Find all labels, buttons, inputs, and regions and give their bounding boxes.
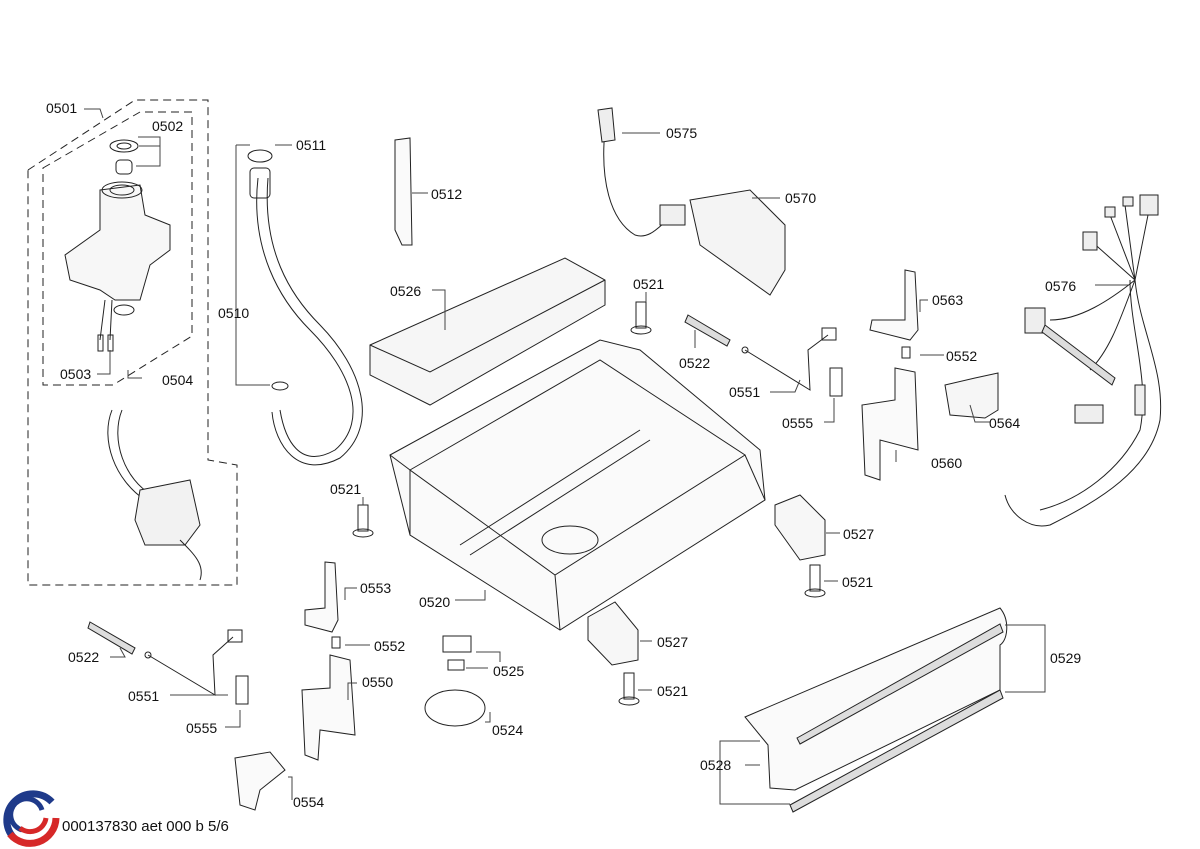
part-0521-screw-a bbox=[630, 301, 652, 335]
part-0555-clip-b bbox=[235, 675, 249, 705]
part-0527-foot-a bbox=[774, 494, 826, 561]
part-0554-bracket bbox=[234, 751, 286, 811]
group-0501-outline bbox=[27, 99, 238, 586]
label-0564: 0564 bbox=[989, 415, 1021, 431]
leader-lines bbox=[84, 108, 1128, 805]
label-0563: 0563 bbox=[932, 292, 964, 308]
label-0521-d: 0521 bbox=[657, 683, 689, 699]
label-0522-a: 0522 bbox=[679, 355, 711, 371]
part-0552-clip-b bbox=[331, 636, 341, 649]
label-0555-a: 0555 bbox=[782, 415, 814, 431]
part-0553-bracket bbox=[304, 561, 339, 633]
label-0560: 0560 bbox=[931, 455, 963, 471]
inlet-hose-fitting bbox=[134, 479, 201, 546]
part-0504-valve bbox=[64, 181, 171, 352]
part-0529-strip-top bbox=[796, 623, 1004, 745]
part-0521-screw-c bbox=[804, 564, 826, 598]
part-0525-plug bbox=[447, 659, 465, 671]
part-0521-screw-b bbox=[352, 504, 374, 538]
label-0529: 0529 bbox=[1050, 650, 1082, 666]
part-0510-drain-hose bbox=[256, 177, 354, 457]
part-0525-housing bbox=[442, 635, 472, 653]
label-0501: 0501 bbox=[46, 100, 78, 116]
part-0551-cable-a bbox=[744, 334, 829, 391]
label-0521-c: 0521 bbox=[842, 574, 874, 590]
label-0526: 0526 bbox=[390, 283, 422, 299]
part-0564-insulation bbox=[944, 372, 999, 419]
part-0552-clip-a bbox=[901, 346, 911, 359]
label-0527-a: 0527 bbox=[843, 526, 875, 542]
label-0550: 0550 bbox=[362, 674, 394, 690]
label-0551-b: 0551 bbox=[128, 688, 160, 704]
part-0502-rings bbox=[109, 139, 139, 175]
part-0524-disc bbox=[424, 689, 486, 727]
part-0526-cover bbox=[369, 257, 606, 406]
part-0550-bracket bbox=[301, 654, 356, 761]
label-0522-b: 0522 bbox=[68, 649, 100, 665]
label-0524: 0524 bbox=[492, 722, 524, 738]
part-0570-module bbox=[689, 189, 786, 296]
part-0522-spring-b bbox=[87, 621, 136, 655]
label-0527-b: 0527 bbox=[657, 634, 689, 650]
part-0555-clip-a bbox=[829, 367, 843, 397]
label-0502: 0502 bbox=[152, 118, 184, 134]
label-0576: 0576 bbox=[1045, 278, 1077, 294]
label-0510: 0510 bbox=[218, 305, 250, 321]
label-0521-b: 0521 bbox=[330, 481, 362, 497]
label-0503: 0503 bbox=[60, 366, 92, 382]
label-0525: 0525 bbox=[493, 663, 525, 679]
part-0511-clamp bbox=[247, 149, 273, 163]
part-0551-cable-b bbox=[147, 636, 234, 696]
part-0512-bracket bbox=[394, 137, 413, 246]
label-0512: 0512 bbox=[431, 186, 463, 202]
part-0527-foot-b bbox=[587, 601, 639, 666]
label-0553: 0553 bbox=[360, 580, 392, 596]
label-0570: 0570 bbox=[785, 190, 817, 206]
label-0511: 0511 bbox=[296, 137, 327, 153]
part-0563-bracket bbox=[869, 269, 919, 341]
label-0528: 0528 bbox=[700, 757, 732, 773]
label-0520: 0520 bbox=[419, 594, 451, 610]
label-0552-a: 0552 bbox=[946, 348, 978, 364]
part-0521-screw-d bbox=[618, 672, 640, 706]
inlet-hose bbox=[107, 409, 146, 501]
part-0529-strip-bottom bbox=[789, 689, 1004, 813]
part-0522-spring-a bbox=[684, 314, 731, 347]
document-code: 000137830 aet 000 b 5/6 bbox=[62, 818, 229, 835]
label-0552-b: 0552 bbox=[374, 638, 406, 654]
label-0575: 0575 bbox=[666, 125, 698, 141]
part-0576-harness bbox=[1004, 194, 1162, 527]
label-0554: 0554 bbox=[293, 794, 325, 810]
label-0504: 0504 bbox=[162, 372, 194, 388]
part-0575-mains-cable bbox=[603, 129, 671, 237]
label-0555-b: 0555 bbox=[186, 720, 218, 736]
label-0521-a: 0521 bbox=[633, 276, 665, 292]
part-0560-bracket bbox=[861, 367, 919, 481]
brand-swirl-logo-icon bbox=[3, 790, 60, 847]
part-0520-base bbox=[389, 339, 766, 631]
label-0551-a: 0551 bbox=[729, 384, 761, 400]
group-0504-outline bbox=[42, 111, 193, 386]
